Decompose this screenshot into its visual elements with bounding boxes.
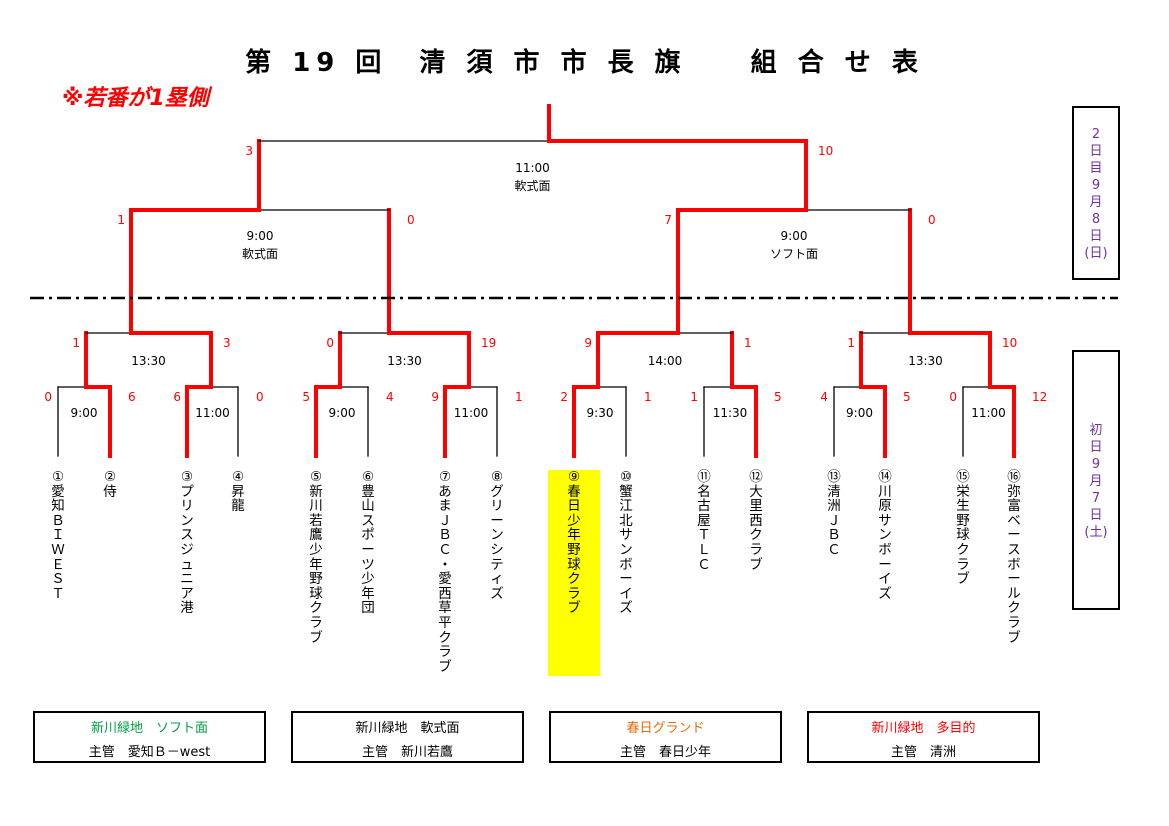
day-label-char: 日	[1089, 508, 1103, 523]
round2-time: 13:30	[131, 354, 166, 368]
round2-score: 3	[223, 336, 231, 350]
round1-time: 11:00	[971, 406, 1006, 420]
semifinal-field: ソフト面	[770, 247, 818, 261]
venue-manager: 主管 春日少年	[619, 745, 711, 760]
venue-name: 春日グランド	[626, 721, 705, 736]
round1-time: 9:00	[329, 406, 356, 420]
semifinal-score: 0	[407, 213, 415, 227]
day-label-char: 目	[1089, 161, 1103, 176]
round2-score: 9	[584, 336, 592, 350]
day-label-char: (日)	[1084, 246, 1108, 261]
day-label-char: 初	[1089, 423, 1103, 438]
semifinal-score: 1	[117, 213, 125, 227]
round2-score: 1	[72, 336, 80, 350]
day-label-char: 8	[1091, 212, 1101, 227]
day-label-char: 日	[1089, 440, 1103, 455]
round1-time: 11:30	[713, 406, 748, 420]
final-score: 10	[818, 144, 833, 158]
round1-time: 11:00	[454, 406, 489, 420]
round1-score: 5	[903, 390, 911, 404]
round1-score: 0	[44, 390, 52, 404]
venue-box: 新川緑地 軟式面主管 新川若鷹	[291, 711, 524, 763]
day-label-char: 9	[1091, 457, 1101, 472]
round1-score: 9	[431, 390, 439, 404]
semifinal-time: 9:00	[247, 229, 274, 243]
round2-time: 13:30	[908, 354, 943, 368]
day-label-char: 7	[1091, 491, 1101, 506]
round2-score: 19	[481, 336, 496, 350]
venue-name: 新川緑地 多目的	[871, 721, 976, 736]
venue-box: 春日グランド主管 春日少年	[549, 711, 782, 763]
round1-score: 1	[690, 390, 698, 404]
round1-score: 12	[1032, 390, 1047, 404]
round2-score: 1	[744, 336, 752, 350]
semifinal-field: 軟式面	[242, 246, 278, 261]
venue-manager: 主管 愛知Ｂ－west	[88, 745, 211, 760]
round1-score: 4	[386, 390, 394, 404]
day-label-char: 9	[1091, 178, 1101, 193]
round1-score: 6	[128, 390, 136, 404]
day-label-char: 2	[1091, 127, 1101, 142]
round2-score: 0	[326, 336, 334, 350]
day-label-char: (土)	[1084, 525, 1108, 540]
round1-time: 9:00	[71, 406, 98, 420]
round1-score: 5	[302, 390, 310, 404]
day-label-char: 日	[1089, 144, 1103, 159]
round1-score: 1	[644, 390, 652, 404]
day-label-char: 日	[1089, 229, 1103, 244]
day-label-char: 月	[1089, 474, 1103, 489]
venue-box: 新川緑地 多目的主管 清洲	[807, 711, 1040, 763]
venue-name: 新川緑地 軟式面	[355, 721, 460, 736]
final-score: 3	[245, 144, 253, 158]
round2-time: 13:30	[387, 354, 422, 368]
venue-manager: 主管 清洲	[890, 745, 956, 760]
round1-score: 5	[774, 390, 782, 404]
round1-score: 1	[515, 390, 523, 404]
semifinal-score: 7	[664, 213, 672, 227]
round1-score: 6	[173, 390, 181, 404]
tournament-bracket: 9:00 0 6 11:00 6 0 9:00 5 4 11:00 9 1 9:30 2 1 11:30 1 5 9…	[30, 104, 1118, 458]
round1-time: 9:30	[587, 406, 614, 420]
final-time: 11:00	[515, 161, 550, 175]
round1-time: 11:00	[195, 406, 230, 420]
venue-name: 新川緑地 ソフト面	[90, 721, 208, 736]
round1-score: 0	[949, 390, 957, 404]
round1-score: 4	[820, 390, 828, 404]
round1-score: 0	[256, 390, 264, 404]
first-base-side-note: ※若番が1塁側	[62, 86, 209, 111]
round1-score: 2	[560, 390, 568, 404]
round2-score: 1	[847, 336, 855, 350]
venue-manager: 主管 新川若鷹	[361, 745, 453, 760]
round1-time: 9:00	[846, 406, 873, 420]
page-title: 第 19 回 清 須 市 市 長 旗 組 合 せ 表	[245, 48, 924, 78]
day-label-char: 月	[1089, 195, 1103, 210]
round2-score: 10	[1002, 336, 1017, 350]
venue-box: 新川緑地 ソフト面主管 愛知Ｂ－west	[33, 711, 266, 763]
final-field: 軟式面	[514, 178, 550, 193]
semifinal-score: 0	[928, 213, 936, 227]
semifinal-time: 9:00	[781, 229, 808, 243]
round2-time: 14:00	[648, 354, 683, 368]
